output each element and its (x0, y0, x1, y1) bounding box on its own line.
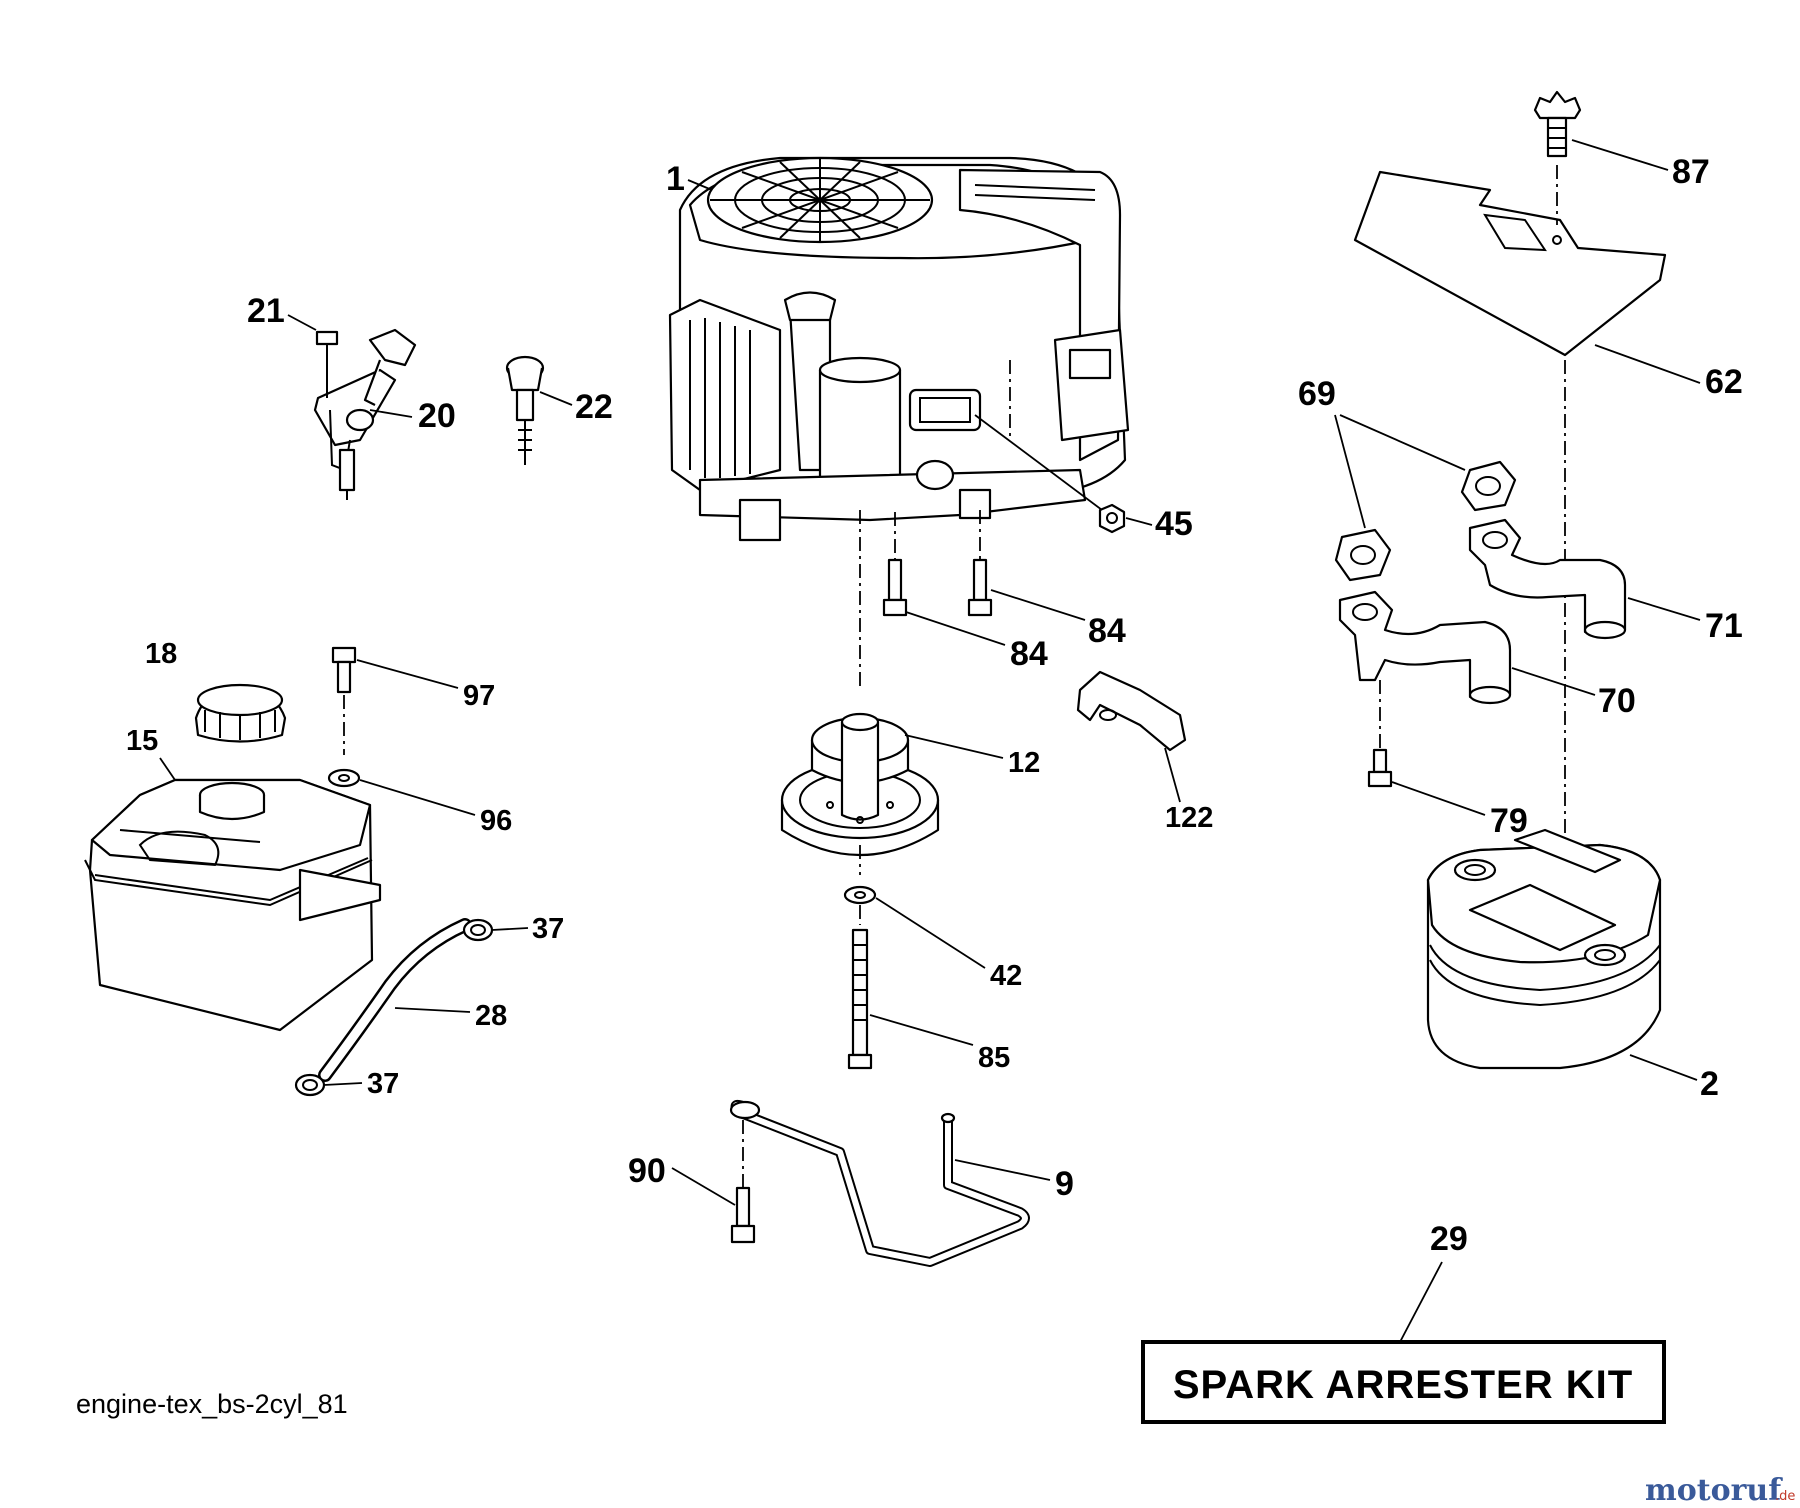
fuel-tank-icon (84, 778, 382, 1032)
part-label-84-lower: 84 (1010, 635, 1048, 673)
part-label-71: 71 (1705, 607, 1743, 645)
part-label-84-upper: 84 (1088, 612, 1126, 650)
spark-arrester-kit-box (1141, 1340, 1666, 1424)
bolt-90-icon (730, 1120, 756, 1244)
part-label-90: 90 (628, 1152, 666, 1190)
part-label-62: 62 (1705, 363, 1743, 401)
throttle-control-icon (313, 328, 417, 500)
part-label-37-upper: 37 (532, 913, 564, 945)
part-label-87: 87 (1672, 153, 1710, 191)
part-label-37-lower: 37 (367, 1068, 399, 1100)
fuel-hose-icon (318, 918, 472, 1082)
bolt-79-icon (1367, 680, 1393, 788)
muffler-icon (1426, 828, 1662, 1070)
exhaust-pipe-71-icon (1468, 518, 1627, 640)
part-label-29: 29 (1430, 1220, 1468, 1258)
part-label-20: 20 (418, 397, 456, 435)
belt-guide-icon (1076, 670, 1187, 752)
fuel-cap-icon (194, 683, 287, 743)
part-label-85: 85 (978, 1042, 1010, 1074)
screw-97-icon (331, 646, 357, 755)
choke-knob-icon (505, 355, 545, 465)
engine-pulley-icon (780, 712, 940, 875)
watermark-text: motoruf (1645, 1473, 1783, 1508)
nut-45-icon (1098, 503, 1126, 534)
part-label-1: 1 (666, 160, 685, 198)
bolt-84-left-icon (882, 512, 908, 617)
washer-42-icon (843, 885, 877, 925)
part-label-15: 15 (126, 725, 158, 757)
bolt-84-right-icon (967, 510, 993, 617)
spark-arrester-kit-label: SPARK ARRESTER KIT (1173, 1363, 1633, 1407)
watermark-suffix: .de (1775, 1489, 1795, 1504)
part-label-97: 97 (463, 680, 495, 712)
hose-clamp-37-lower-icon (294, 1073, 326, 1097)
part-label-42: 42 (990, 960, 1022, 992)
engine-illustration (668, 156, 1130, 690)
part-label-70: 70 (1598, 682, 1636, 720)
part-label-45: 45 (1155, 505, 1193, 543)
part-label-9: 9 (1055, 1165, 1074, 1203)
part-label-18: 18 (145, 638, 177, 670)
knob-87-icon (1533, 90, 1582, 158)
gasket-69-upper-icon (1460, 460, 1517, 512)
diagram-code: engine-tex_bs-2cyl_81 (76, 1389, 348, 1419)
part-label-22: 22 (575, 388, 613, 426)
site-watermark: motoruf .de (1645, 1473, 1795, 1508)
part-label-28: 28 (475, 1000, 507, 1032)
gasket-69-lower-icon (1334, 528, 1392, 582)
exhaust-deflector-plate (1353, 165, 1667, 860)
hose-clamp-37-upper-icon (462, 918, 494, 942)
part-label-122: 122 (1165, 802, 1213, 834)
part-label-21: 21 (247, 292, 285, 330)
part-label-2: 2 (1700, 1065, 1719, 1103)
part-label-79: 79 (1490, 802, 1528, 840)
exhaust-pipe-70-icon (1338, 590, 1512, 705)
part-label-96: 96 (480, 805, 512, 837)
support-rod-icon (729, 1099, 1030, 1267)
part-label-69: 69 (1298, 375, 1336, 413)
washer-96-icon (327, 768, 361, 788)
part-label-12: 12 (1008, 747, 1040, 779)
bolt-85-icon (847, 928, 873, 1070)
